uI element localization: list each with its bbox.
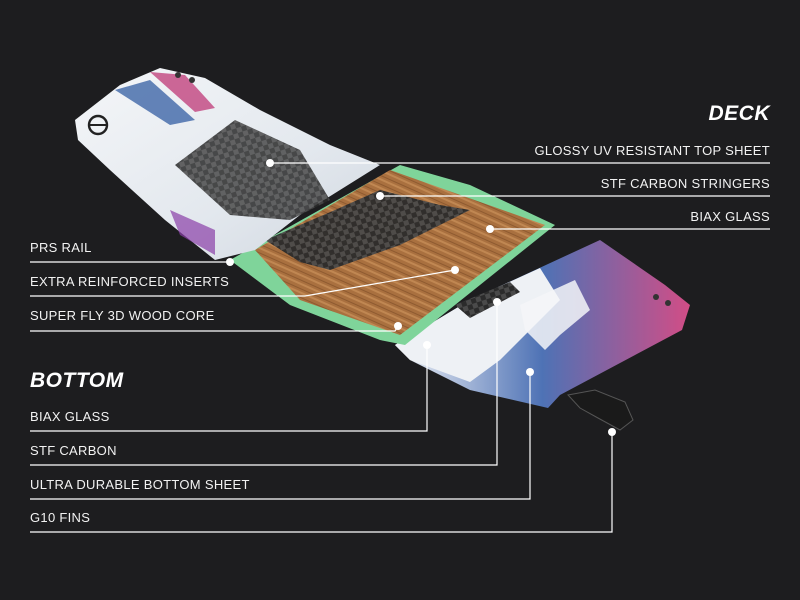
label-inserts: EXTRA REINFORCED INSERTS bbox=[30, 274, 230, 289]
bottom-carbon-strip bbox=[455, 282, 520, 318]
leader-bottom-carbon bbox=[30, 302, 498, 466]
label-bottom-carbon: STF CARBON bbox=[30, 443, 117, 458]
label-bottom-biax-glass: BIAX GLASS bbox=[30, 409, 110, 424]
label-g10-fins: G10 FINS bbox=[30, 510, 91, 525]
label-bottom-sheet: ULTRA DURABLE BOTTOM SHEET bbox=[30, 477, 250, 492]
bottom-logo-mark bbox=[520, 280, 590, 350]
wood-core-layer bbox=[255, 170, 545, 335]
bottom-sheet-white bbox=[395, 268, 560, 382]
leader-inserts bbox=[30, 269, 456, 297]
label-wood-core: SUPER FLY 3D WOOD CORE bbox=[30, 308, 215, 323]
top-sheet-carbon-stripe bbox=[175, 120, 330, 220]
top-accent-blue bbox=[115, 80, 195, 125]
top-accent-pink bbox=[150, 72, 215, 112]
board-illustration bbox=[75, 68, 690, 431]
g10-fin-icon bbox=[567, 389, 634, 431]
anchor-dots bbox=[226, 159, 616, 436]
top-accent-purple bbox=[170, 210, 215, 255]
leader-lines bbox=[30, 162, 770, 533]
label-deck-biax-glass: BIAX GLASS bbox=[690, 209, 770, 224]
carbon-stringers-layer bbox=[265, 190, 470, 270]
leader-wood-core bbox=[30, 325, 399, 332]
label-carbon-stringers: STF CARBON STRINGERS bbox=[600, 176, 770, 191]
deck-heading: DECK bbox=[708, 102, 770, 125]
leader-fins bbox=[30, 432, 613, 533]
insert-screw-icons bbox=[175, 72, 671, 306]
brand-logo-icon bbox=[87, 114, 109, 136]
leader-bottom-sheet bbox=[30, 372, 531, 500]
bottom-heading: BOTTOM bbox=[30, 369, 124, 392]
leader-bottom-biax bbox=[30, 345, 428, 432]
label-top-sheet: GLOSSY UV RESISTANT TOP SHEET bbox=[534, 143, 770, 158]
label-prs-rail: PRS RAIL bbox=[30, 240, 92, 255]
